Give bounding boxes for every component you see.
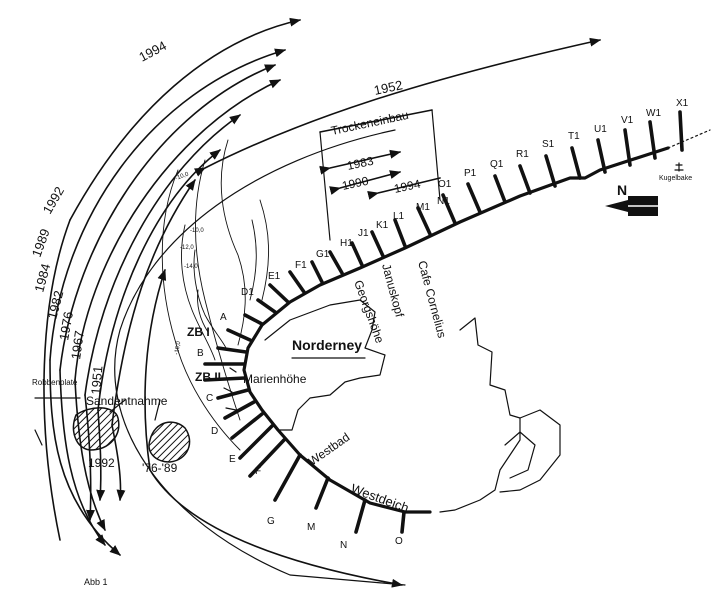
groyne-label: M1	[416, 202, 430, 213]
arrow-1994-inner	[367, 177, 441, 200]
label-figure: Abb 1	[84, 577, 108, 587]
groyne-label: T1	[568, 131, 580, 142]
arc-1994-lower	[43, 219, 71, 541]
offshore-extension	[667, 129, 711, 149]
groyne-label: F	[255, 466, 261, 477]
groyne-label: X1	[676, 98, 689, 109]
groyne-label: E	[229, 454, 236, 465]
label-cafe-cornelius: Cafe Cornelius	[415, 259, 449, 339]
north-arrow: N	[605, 182, 658, 216]
groyne-label: D1	[241, 287, 254, 298]
harbour-inner	[504, 431, 536, 479]
year-1994-inner: 1994	[393, 177, 422, 196]
year-1994-outer: 1994	[136, 38, 169, 65]
year-1983: 1983	[346, 154, 375, 173]
year-1982: 1982	[44, 289, 66, 321]
groyne-label: Q1	[490, 159, 504, 170]
year-1952: 1952	[373, 77, 404, 98]
label-robbenplate: Robbenplate	[32, 378, 78, 387]
groyne-label: K1	[376, 220, 389, 231]
sandentnahme-leader	[154, 399, 161, 421]
groyne-label: A	[220, 312, 227, 323]
arc-1976	[97, 149, 221, 411]
arrow-1983	[319, 149, 402, 175]
groynes-north	[243, 110, 684, 326]
depth-label: -16,0	[174, 340, 182, 355]
arc-1992	[49, 48, 287, 361]
depth-label: -10,0	[190, 228, 204, 234]
arc-1982	[84, 114, 241, 396]
groyne-label: D	[211, 426, 218, 437]
groyne-label: J1	[358, 228, 369, 239]
arc-1951	[144, 268, 167, 471]
label-marienhoehe: Marienhöhe	[243, 372, 307, 386]
depth-label: -14,0	[184, 264, 198, 270]
groyne-label: L1	[393, 211, 405, 222]
label-trockeneinbau: Trockeneinbau	[330, 108, 410, 138]
north-label: N	[617, 182, 627, 198]
westdeich-ticks	[223, 367, 237, 411]
label-westdeich: Westdeich	[349, 481, 411, 516]
groynes-west	[203, 328, 406, 534]
year-1984: 1984	[31, 262, 53, 294]
arc-1967	[111, 179, 196, 426]
groyne-label: W1	[646, 108, 661, 119]
label-sand-1992: 1992	[88, 456, 115, 470]
sand-extraction-1992	[72, 407, 120, 451]
label-zb2: ZB II	[195, 370, 221, 384]
groyne-labels-west: A B C D E F G M N O	[197, 312, 403, 551]
groyne-label: C	[206, 393, 213, 404]
robbenplate-tick	[34, 429, 43, 446]
sandentnahme-leader	[109, 399, 126, 413]
year-1976: 1976	[56, 310, 76, 341]
label-sandentnahme: Sandentnahme	[86, 394, 168, 408]
label-zb1: ZB I	[187, 325, 210, 339]
nourishment-arcs	[43, 17, 602, 541]
groyne-label: E1	[268, 271, 281, 282]
arc-1984	[74, 79, 282, 381]
groyne-label: R1	[516, 149, 529, 160]
year-1951: 1951	[88, 365, 105, 395]
island-outline	[264, 299, 386, 431]
arc-1989	[59, 64, 277, 371]
groyne-label: G	[267, 516, 275, 527]
harbour-outline	[499, 409, 561, 493]
label-westbad: Westbad	[306, 430, 353, 469]
label-kugelbake: Kugelbake	[659, 175, 692, 182]
nourishment-arcs-lower	[49, 359, 404, 588]
groyne-label: F1	[295, 260, 307, 271]
year-1992: 1992	[40, 184, 67, 217]
year-1989: 1989	[29, 227, 53, 259]
groyne-label: P1	[464, 168, 477, 179]
groyne-label: U1	[594, 124, 607, 135]
groyne-label: S1	[542, 139, 555, 150]
depth-label: -10,0	[175, 171, 191, 182]
town-outline	[439, 317, 521, 513]
groyne-label: N1	[437, 196, 450, 207]
arc-1952	[193, 37, 602, 177]
groyne-label: H1	[340, 238, 353, 249]
label-georgshoehe: Georgshöhe	[351, 278, 387, 345]
depth-label: -12,0	[180, 245, 194, 251]
label-norderney: Norderney	[292, 337, 362, 353]
label-januskopf: Januskopf	[379, 262, 407, 319]
year-1967: 1967	[68, 330, 87, 361]
groyne-label: O	[395, 536, 403, 547]
groyne-label: N	[340, 540, 347, 551]
arc-1994	[69, 17, 302, 221]
groyne-label: V1	[621, 115, 634, 126]
year-1990: 1990	[341, 174, 370, 193]
groyne-label: M	[307, 522, 315, 533]
groyne-label: G1	[316, 249, 330, 260]
trockeneinbau-bracket	[319, 109, 433, 133]
groyne-label: B	[197, 348, 204, 359]
groyne-label: O1	[438, 179, 452, 190]
arrow-1990	[329, 170, 402, 195]
groyne-labels-north: X1 W1 V1 U1 T1 S1 R1 Q1 P1 O1 N1 M1 L1 K…	[241, 98, 689, 298]
sand-extraction-7689	[148, 421, 191, 463]
label-sand-7689: '76-'89	[142, 461, 178, 475]
kugelbake-symbol	[674, 162, 684, 172]
